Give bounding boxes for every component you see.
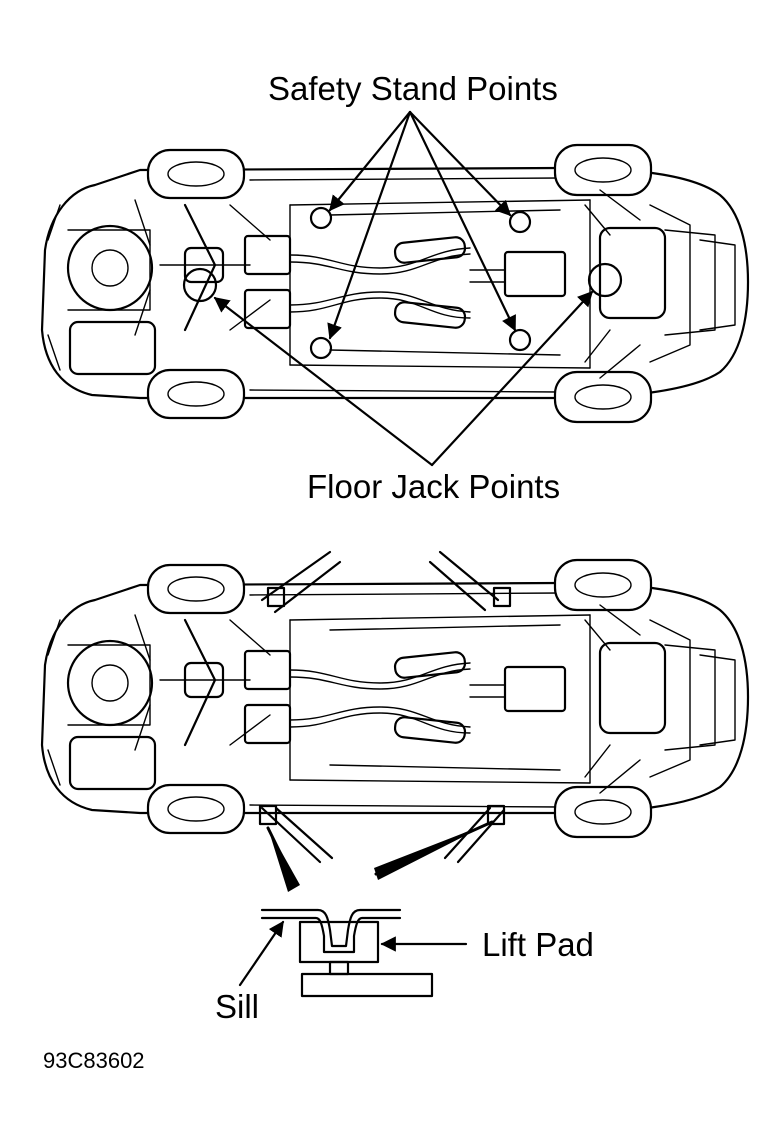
safety-stand-leader-arrows: [327, 110, 517, 340]
lift-arms: [258, 550, 512, 864]
floor-jack-point-markers: [182, 262, 623, 303]
detail-arrows: [266, 820, 494, 892]
sill-label: Sill: [215, 988, 259, 1025]
floor-jack-leader-arrows: [213, 290, 594, 467]
safety-stand-points-label: Safety Stand Points: [268, 70, 558, 107]
car-underside-on-lift-icon: [40, 558, 750, 839]
lift-pad-label: Lift Pad: [482, 926, 594, 963]
safety-stand-point-markers: [309, 206, 532, 360]
figure-code: 93C83602: [43, 1048, 145, 1073]
lift-pad-sill-detail-icon: [260, 908, 434, 998]
car-underside-icon: [40, 143, 750, 424]
floor-jack-points-label: Floor Jack Points: [307, 468, 560, 505]
